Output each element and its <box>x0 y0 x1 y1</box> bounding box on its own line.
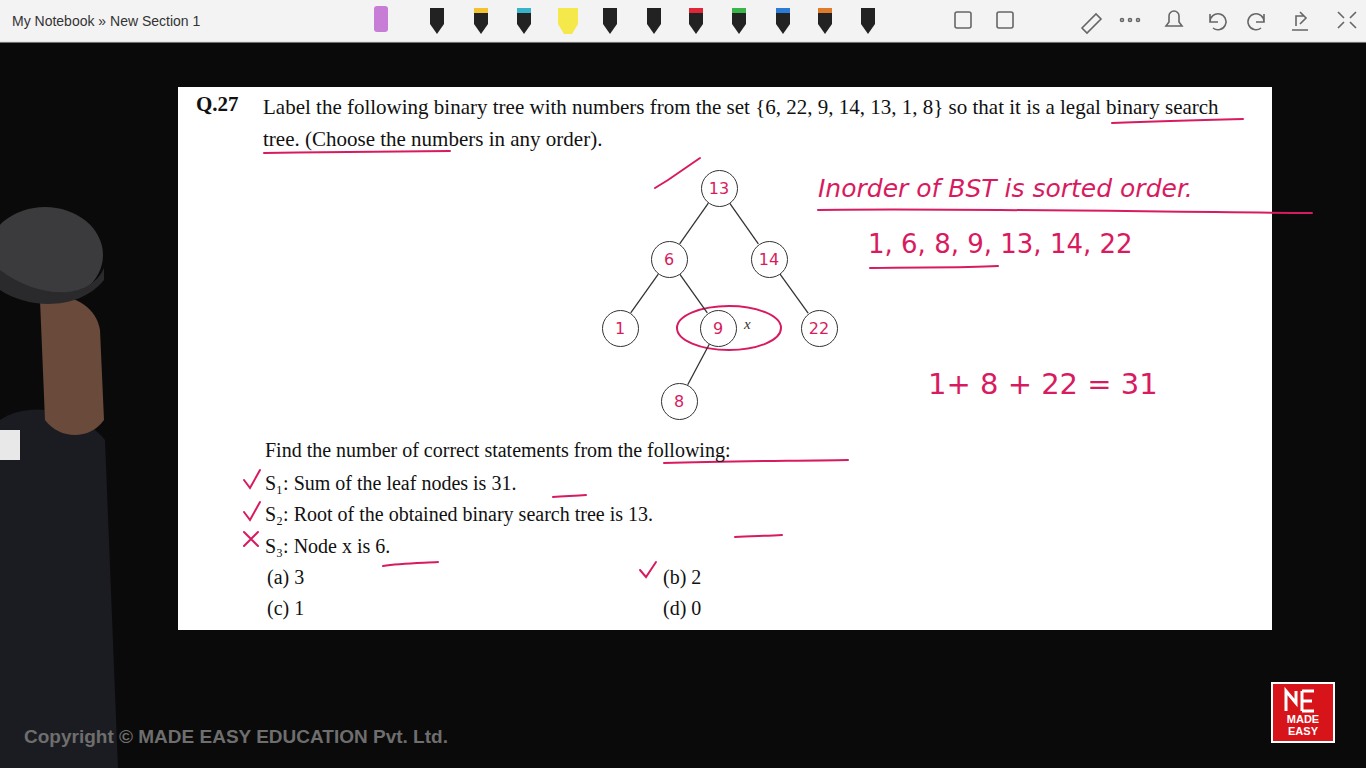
tree-node: 1 <box>602 310 639 347</box>
tick-mark <box>244 502 260 520</box>
tree-edge <box>688 344 710 384</box>
tick-mark <box>244 470 260 488</box>
toolbar-border <box>0 42 1366 43</box>
question-text: S₂: Root of the obtained binary search t… <box>265 502 653 526</box>
node-value: 22 <box>809 319 829 338</box>
handwritten-note: 1, 6, 8, 9, 13, 14, 22 <box>868 228 1133 260</box>
underline <box>383 562 438 566</box>
node-value: 13 <box>709 179 729 198</box>
question-text: (c) 1 <box>267 596 304 620</box>
node-value: 9 <box>713 319 723 338</box>
node-value: 6 <box>664 250 674 269</box>
node-value: 8 <box>674 392 684 411</box>
tree-node: 22 <box>801 310 838 347</box>
question-text: My Notebook » New Section 1 <box>12 12 200 30</box>
tree-node: 14 <box>751 241 788 278</box>
underline <box>553 495 586 497</box>
question-text: (d) 0 <box>663 596 701 620</box>
cross-mark <box>244 532 258 546</box>
logo-text: MADE EASY <box>1276 713 1330 737</box>
tree-edge <box>680 203 709 244</box>
tree-node: 6 <box>651 241 688 278</box>
question-page <box>178 87 1272 630</box>
tree-node: 9 <box>700 310 737 347</box>
tick-mark <box>640 562 656 577</box>
node-value: 14 <box>759 250 779 269</box>
presenter <box>0 207 118 768</box>
question-text: Label the following binary tree with num… <box>263 91 1258 155</box>
question-text: Copyright © MADE EASY EDUCATION Pvt. Ltd… <box>24 725 448 749</box>
underline <box>818 209 1312 213</box>
underline <box>735 535 782 537</box>
underline <box>1112 119 1243 123</box>
tree-node: 8 <box>661 383 698 420</box>
question-text: Q.27 <box>196 91 239 117</box>
question-text: x <box>744 315 751 333</box>
handwritten-note: Inorder of BST is sorted order. <box>818 174 1193 204</box>
tree-edge <box>631 274 659 313</box>
question-text: (a) 3 <box>267 565 304 589</box>
tick-mark <box>655 158 700 188</box>
question-text: Find the number of correct statements fr… <box>265 438 730 462</box>
tree-edge <box>730 203 759 244</box>
underline <box>264 151 450 153</box>
handwritten-note: 1+ 8 + 22 = 31 <box>928 366 1158 402</box>
question-text: (b) 2 <box>663 565 701 589</box>
tree-node: 13 <box>701 170 738 207</box>
tree-edge <box>680 274 708 313</box>
node-value: 1 <box>615 319 625 338</box>
highlight-ellipse <box>677 306 781 350</box>
pen-icons <box>374 6 1356 34</box>
question-text: S₁: Sum of the leaf nodes is 31. <box>265 471 516 495</box>
brand-logo <box>1272 683 1334 742</box>
underline <box>870 266 998 268</box>
toolbar <box>0 0 1366 42</box>
tree-edge <box>780 274 808 313</box>
question-text: S₃: Node x is 6. <box>265 534 390 558</box>
